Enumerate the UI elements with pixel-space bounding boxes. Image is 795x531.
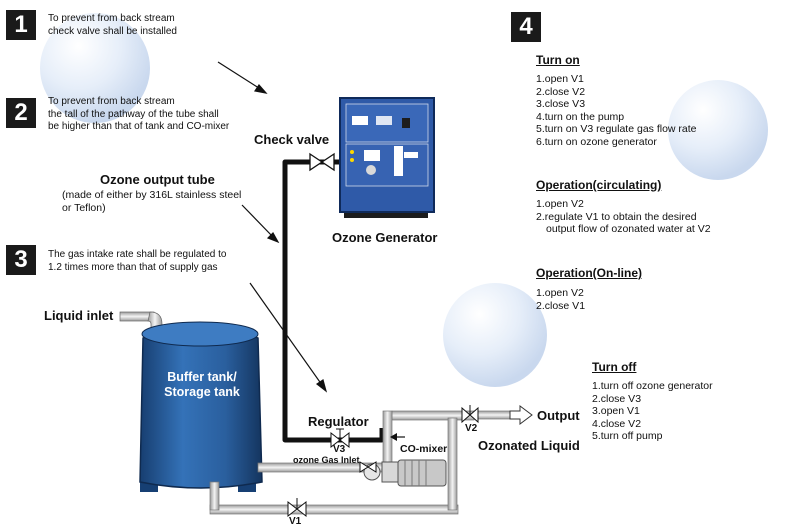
ozone-output-tube xyxy=(282,159,385,443)
check-valve-icon xyxy=(309,152,335,172)
ozone-generator-cabinet xyxy=(339,97,435,218)
note-line: be higher than that of tank and CO-mixer xyxy=(48,121,230,132)
bowtie-valve-icon xyxy=(330,428,350,449)
note-number-badge: 1 xyxy=(6,10,36,40)
buffer-storage-tank xyxy=(139,321,263,492)
note-line: (made of either by 316L stainless steel xyxy=(62,189,242,201)
turn-on-steps: 1.open V1 2.close V2 3.close V3 4.turn o… xyxy=(536,73,697,148)
note-line: the tall of the pathway of the tube shal… xyxy=(48,108,219,120)
step-item: 2.close V3 xyxy=(592,392,642,405)
step-item: 1.open V2 xyxy=(536,198,584,210)
note-2-text: To prevent from back stream the tall of … xyxy=(48,96,229,134)
co-mixer-label: CO-mixer xyxy=(400,443,448,455)
v2-label: V2 xyxy=(465,423,478,434)
note-line: The gas intake rate shall be regulated t… xyxy=(48,249,227,260)
step-item: 1.open V2 xyxy=(536,287,584,299)
note-number-badge: 3 xyxy=(6,245,36,275)
step-item: output flow of ozonated water at V2 xyxy=(546,223,711,235)
tank-label: Buffer tank/ Storage tank xyxy=(150,370,254,400)
note-line: To prevent from back stream xyxy=(48,13,175,24)
step-item: 2.close V2 xyxy=(536,85,586,98)
bubble-decoration xyxy=(40,13,150,123)
ozone-tube-title: Ozone output tube xyxy=(100,172,215,187)
step-item: 5.turn off pump xyxy=(592,430,663,442)
ozone-tube-description: (made of either by 316L stainless steel … xyxy=(62,189,241,214)
regulator-label: Regulator xyxy=(308,414,369,429)
online-heading: Operation(On-line) xyxy=(536,266,642,280)
turn-on-heading: Turn on xyxy=(536,53,580,67)
v1-label: V1 xyxy=(289,516,302,527)
step-item: 1.turn off ozone generator xyxy=(592,380,713,392)
note-1-text: To prevent from back stream check valve … xyxy=(48,13,177,38)
step-item: 1.open V1 xyxy=(536,73,584,85)
arrow-left-icon xyxy=(390,433,405,441)
bowtie-valve-icon xyxy=(461,405,479,424)
tank-label-line: Buffer tank/ xyxy=(167,370,237,384)
pump-icon xyxy=(363,459,447,487)
v3-label: V3 xyxy=(333,444,346,455)
note-line: To prevent from back stream xyxy=(48,96,175,107)
note-number-badge: 2 xyxy=(6,98,36,128)
step-item: 5.turn on V3 regulate gas flow rate xyxy=(536,123,697,135)
step-item: 4.close V2 xyxy=(592,417,642,430)
bowtie-valve-icon xyxy=(287,498,307,518)
liquid-inlet-label: Liquid inlet xyxy=(44,308,114,323)
note-line: check valve shall be installed xyxy=(48,25,177,37)
ozone-generator-label: Ozone Generator xyxy=(332,230,438,245)
step-item: 3.open V1 xyxy=(592,405,640,417)
note-line: or Teflon) xyxy=(62,201,106,214)
annotation-arrows xyxy=(217,61,328,393)
output-label: Output xyxy=(537,408,580,423)
step-item: 6.turn on ozone generator xyxy=(536,135,657,148)
step-item: 2.regulate V1 to obtain the desired xyxy=(536,210,697,223)
circulation-pipes-vertical xyxy=(209,410,458,511)
arrow-right-icon xyxy=(509,405,533,425)
tank-label-line: Storage tank xyxy=(164,385,240,399)
circulating-steps: 1.open V2 2.regulate V1 to obtain the de… xyxy=(536,198,711,236)
online-steps: 1.open V2 2.close V1 xyxy=(536,287,585,312)
step-item: 3.close V3 xyxy=(536,98,586,110)
check-valve-label: Check valve xyxy=(254,132,330,147)
ozone-output-tube-label: Ozone output tube xyxy=(100,172,215,187)
bubble-decoration xyxy=(443,283,547,387)
step-item: 4.turn on the pump xyxy=(536,110,625,123)
ozone-gas-inlet-label: ozone Gas Inlet xyxy=(293,455,360,465)
turn-off-steps: 1.turn off ozone generator 2.close V3 3.… xyxy=(592,380,713,443)
turn-off-heading: Turn off xyxy=(592,360,637,374)
procedure-number-badge: 4 xyxy=(511,12,541,42)
bowtie-valve-icon xyxy=(359,461,377,473)
ozonated-liquid-label: Ozonated Liquid xyxy=(478,438,580,453)
step-item: 2.close V1 xyxy=(536,299,586,312)
note-3-text: The gas intake rate shall be regulated t… xyxy=(48,249,226,274)
circulating-heading: Operation(circulating) xyxy=(536,178,662,192)
note-line: 1.2 times more than that of supply gas xyxy=(48,261,218,273)
bubble-decoration xyxy=(668,80,768,180)
